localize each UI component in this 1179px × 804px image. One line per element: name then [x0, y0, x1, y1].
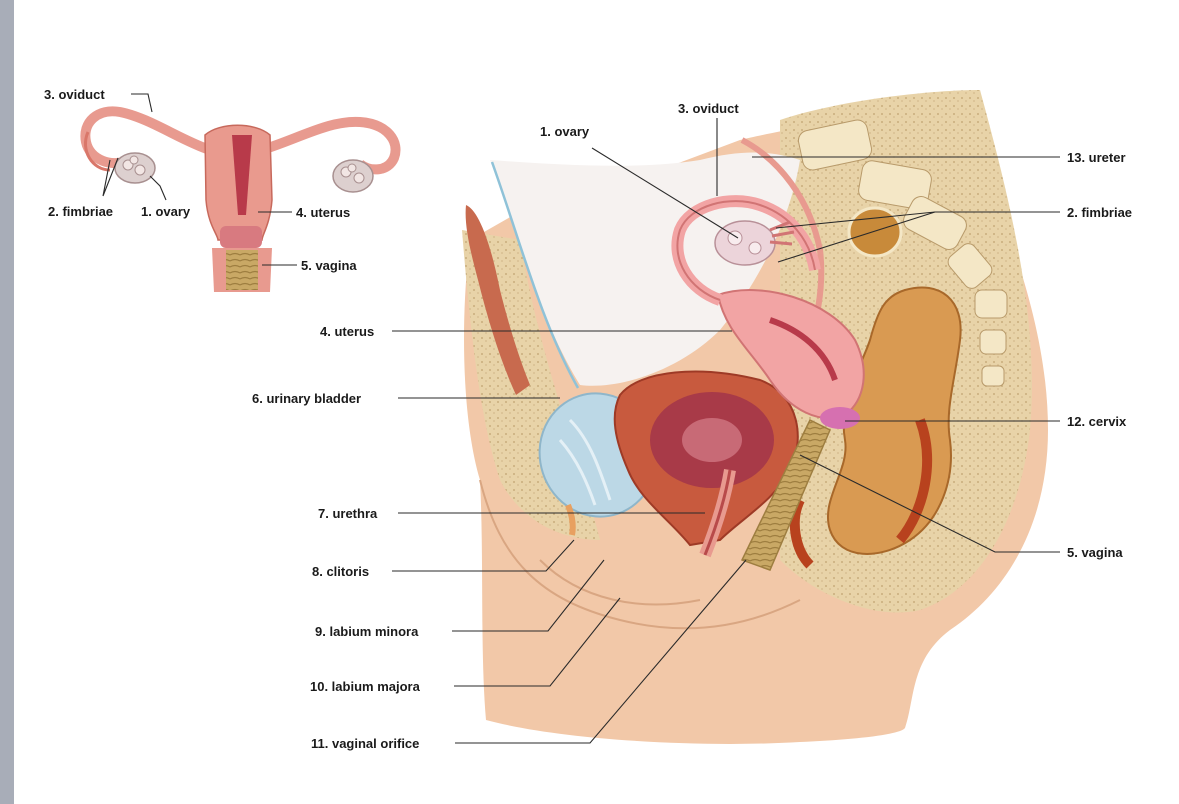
fimbriae [769, 220, 795, 246]
inset-oviduct-left [80, 106, 212, 169]
inset-diagram [80, 106, 401, 292]
label-urethra: 7. urethra [318, 506, 378, 521]
cervix [820, 407, 860, 429]
labels: 3. oviduct 2. fimbriae 1. ovary 4. uteru… [44, 87, 1132, 751]
vagina [740, 418, 831, 571]
left-border [0, 0, 14, 804]
label-oviduct: 3. oviduct [678, 101, 739, 116]
leader-lines [102, 93, 1060, 744]
label-vaginal-orifice: 11. vaginal orifice [311, 736, 419, 751]
inset-oviduct-right [260, 116, 401, 175]
inset-label-uterus: 4. uterus [296, 205, 350, 220]
label-urinary-bladder: 6. urinary bladder [252, 391, 361, 406]
label-clitoris: 8. clitoris [312, 564, 369, 579]
inset-label-oviduct: 3. oviduct [44, 87, 105, 102]
peritoneal-cavity [490, 152, 800, 386]
inset-label-ovary: 1. ovary [141, 204, 191, 219]
ovary [714, 220, 776, 266]
abdominal-wall [465, 205, 530, 395]
label-uterus: 4. uterus [320, 324, 374, 339]
label-vagina: 5. vagina [1067, 545, 1123, 560]
label-fimbriae: 2. fimbriae [1067, 205, 1132, 220]
label-labium-minora: 9. labium minora [315, 624, 419, 639]
clitoris [565, 503, 576, 536]
label-ureter: 13. ureter [1067, 150, 1126, 165]
label-ovary: 1. ovary [540, 124, 590, 139]
inset-label-vagina: 5. vagina [301, 258, 357, 273]
label-cervix: 12. cervix [1067, 414, 1127, 429]
inset-label-fimbriae: 2. fimbriae [48, 204, 113, 219]
label-labium-majora: 10. labium majora [310, 679, 421, 694]
main-diagram [462, 90, 1048, 744]
inset-cervix [220, 226, 262, 248]
